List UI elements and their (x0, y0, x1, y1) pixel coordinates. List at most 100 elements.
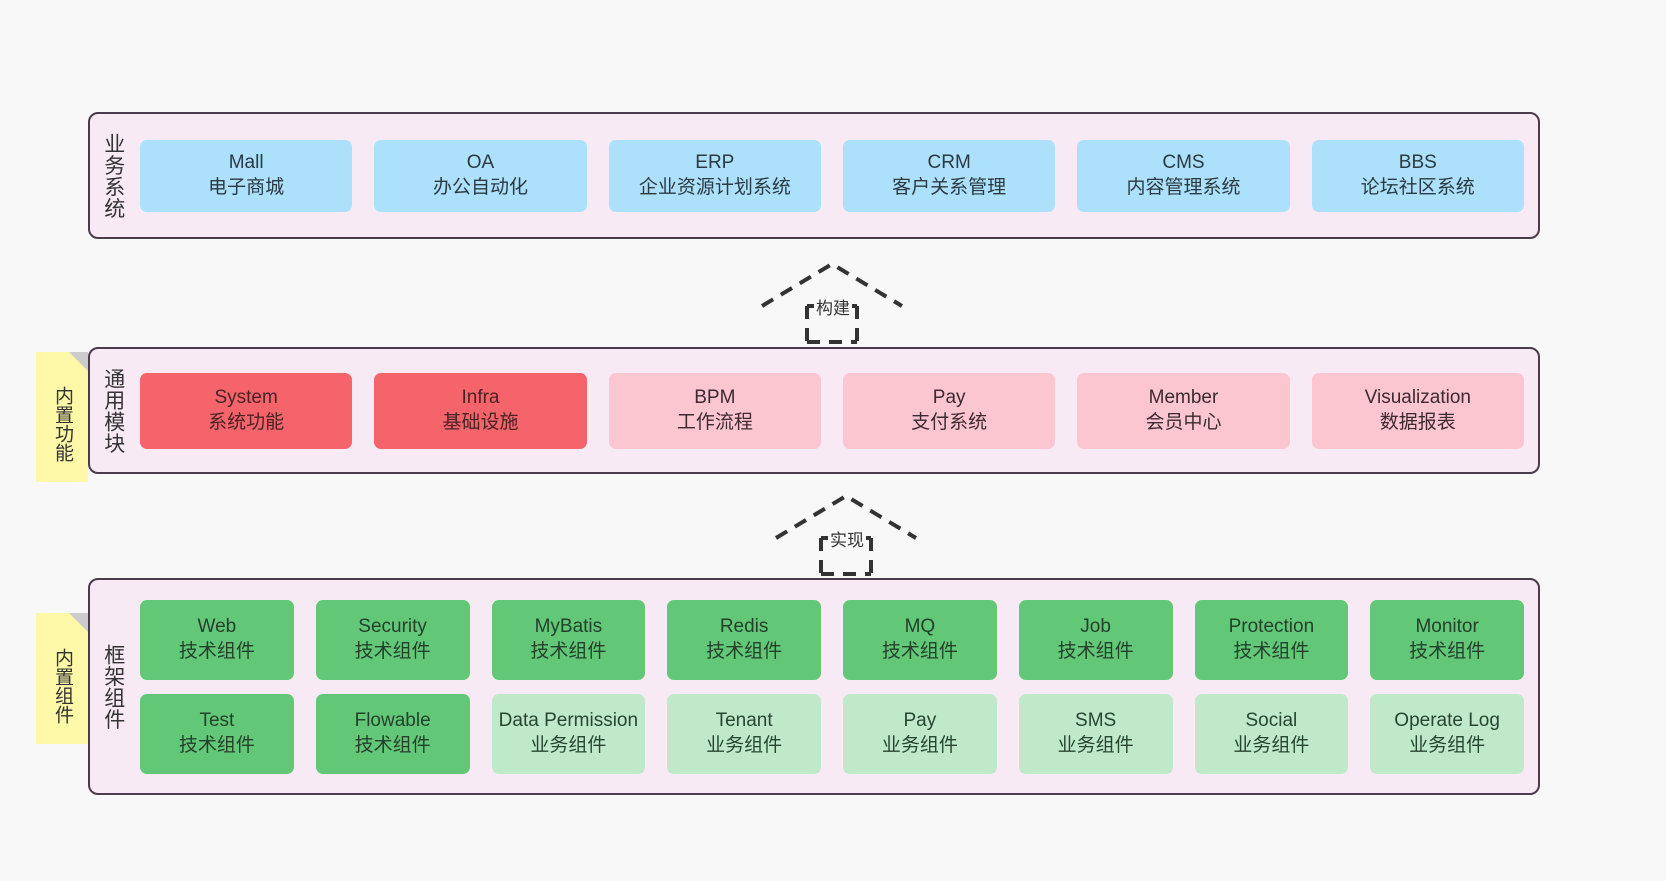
node-subtitle: 业务组件 (530, 734, 607, 756)
node-subtitle: 技术组件 (881, 640, 958, 662)
node-operate-log[interactable]: Operate Log 业务组件 (1370, 693, 1524, 774)
layer-body-business: Mall 电子商城 OA 办公自动化 ERP 企业资源计划系统 CRM 客户关系… (136, 114, 1538, 237)
node-tenant[interactable]: Tenant 业务组件 (667, 693, 821, 774)
layer-general-modules: 通用模块 System 系统功能 Infra 基础设施 BPM 工作流程 Pay… (88, 347, 1540, 474)
node-data-permission[interactable]: Data Permission 业务组件 (491, 693, 646, 774)
connector-implement: 实现 (766, 490, 926, 576)
connector-label: 实现 (828, 526, 866, 551)
node-name: BPM (694, 387, 736, 409)
node-social[interactable]: Social 业务组件 (1194, 693, 1349, 774)
node-system[interactable]: System 系统功能 (140, 372, 353, 449)
connector-build: 构建 (752, 258, 912, 344)
node-subtitle: 会员中心 (1145, 411, 1222, 433)
node-subtitle: 技术组件 (530, 640, 607, 662)
node-subtitle: 系统功能 (208, 411, 285, 433)
node-subtitle: 业务组件 (1409, 734, 1486, 756)
node-subtitle: 技术组件 (1233, 640, 1310, 662)
node-protection[interactable]: Protection 技术组件 (1194, 599, 1349, 680)
node-name: BBS (1398, 152, 1437, 174)
node-name: Mall (228, 152, 264, 174)
node-flowable[interactable]: Flowable 技术组件 (315, 693, 470, 774)
node-erp[interactable]: ERP 企业资源计划系统 (608, 139, 821, 212)
generalization-arrow-icon (760, 261, 904, 344)
layer-title-modules: 通用模块 (101, 367, 125, 454)
layer-body-framework: Web 技术组件 Security 技术组件 MyBatis 技术组件 Redi… (136, 580, 1538, 793)
node-subtitle: 数据报表 (1379, 411, 1456, 433)
node-name: Data Permission (498, 710, 639, 732)
note-label: 内置功能 (52, 386, 74, 462)
node-name: Member (1148, 387, 1219, 409)
node-subtitle: 业务组件 (881, 734, 958, 756)
node-name: Visualization (1364, 387, 1471, 409)
node-name: Test (199, 710, 235, 732)
node-name: MyBatis (534, 616, 603, 638)
node-subtitle: 技术组件 (1057, 640, 1134, 662)
node-subtitle: 办公自动化 (432, 176, 528, 198)
node-member[interactable]: Member 会员中心 (1077, 372, 1290, 449)
node-monitor[interactable]: Monitor 技术组件 (1370, 599, 1524, 680)
node-oa[interactable]: OA 办公自动化 (374, 139, 587, 212)
node-subtitle: 业务组件 (1057, 734, 1134, 756)
node-sms[interactable]: SMS 业务组件 (1018, 693, 1173, 774)
layer-body-modules: System 系统功能 Infra 基础设施 BPM 工作流程 Pay 支付系统… (136, 349, 1538, 472)
node-subtitle: 技术组件 (1409, 640, 1486, 662)
node-name: Monitor (1415, 616, 1479, 638)
node-name: CMS (1162, 152, 1205, 174)
node-name: Pay (903, 710, 937, 732)
layer-row: System 系统功能 Infra 基础设施 BPM 工作流程 Pay 支付系统… (140, 372, 1524, 449)
note-builtin-components: 内置组件 (36, 613, 88, 744)
layer-title-business: 业务系统 (101, 132, 125, 219)
node-name: ERP (695, 152, 735, 174)
node-name: SMS (1075, 710, 1117, 732)
node-bpm[interactable]: BPM 工作流程 (608, 372, 821, 449)
layer-business-system: 业务系统 Mall 电子商城 OA 办公自动化 ERP 企业资源计划系统 CRM… (88, 112, 1540, 239)
node-mall[interactable]: Mall 电子商城 (140, 139, 353, 212)
node-infra[interactable]: Infra 基础设施 (374, 372, 587, 449)
node-subtitle: 业务组件 (706, 734, 783, 756)
node-bbs[interactable]: BBS 论坛社区系统 (1311, 139, 1524, 212)
node-mybatis[interactable]: MyBatis 技术组件 (491, 599, 646, 680)
node-pay[interactable]: Pay 支付系统 (842, 372, 1056, 449)
node-test[interactable]: Test 技术组件 (140, 693, 294, 774)
node-mq[interactable]: MQ 技术组件 (843, 599, 997, 680)
node-crm[interactable]: CRM 客户关系管理 (842, 139, 1056, 212)
node-name: CRM (927, 152, 971, 174)
node-pay-component[interactable]: Pay 业务组件 (843, 693, 997, 774)
node-subtitle: 工作流程 (676, 411, 753, 433)
node-name: Redis (719, 616, 769, 638)
node-security[interactable]: Security 技术组件 (315, 599, 470, 680)
connector-label: 构建 (814, 294, 852, 319)
node-job[interactable]: Job 技术组件 (1018, 599, 1173, 680)
generalization-arrow-icon (774, 493, 918, 576)
layer-title-framework: 框架组件 (101, 643, 125, 730)
node-subtitle: 技术组件 (178, 640, 255, 662)
node-subtitle: 技术组件 (354, 734, 431, 756)
node-name: Infra (461, 387, 500, 409)
node-visualization[interactable]: Visualization 数据报表 (1311, 372, 1524, 449)
node-subtitle: 企业资源计划系统 (638, 176, 791, 198)
layer-row: Test 技术组件 Flowable 技术组件 Data Permission … (140, 693, 1524, 774)
node-name: Pay (932, 387, 966, 409)
node-web[interactable]: Web 技术组件 (140, 599, 294, 680)
node-name: Operate Log (1394, 710, 1500, 732)
node-redis[interactable]: Redis 技术组件 (667, 599, 821, 680)
node-name: System (214, 387, 278, 409)
layer-framework-components: 框架组件 Web 技术组件 Security 技术组件 MyBatis 技术组件… (88, 578, 1540, 795)
node-name: Web (197, 616, 237, 638)
node-name: MQ (904, 616, 936, 638)
node-cms[interactable]: CMS 内容管理系统 (1077, 139, 1290, 212)
layer-row: Web 技术组件 Security 技术组件 MyBatis 技术组件 Redi… (140, 599, 1524, 680)
note-builtin-features: 内置功能 (36, 352, 88, 482)
node-subtitle: 论坛社区系统 (1360, 176, 1475, 198)
node-name: Security (358, 616, 427, 638)
node-subtitle: 电子商城 (208, 176, 285, 198)
node-subtitle: 技术组件 (354, 640, 431, 662)
node-name: Social (1245, 710, 1298, 732)
node-name: Tenant (715, 710, 773, 732)
node-subtitle: 基础设施 (442, 411, 519, 433)
node-subtitle: 客户关系管理 (892, 176, 1007, 198)
node-subtitle: 内容管理系统 (1126, 176, 1241, 198)
node-name: OA (466, 152, 495, 174)
node-subtitle: 技术组件 (706, 640, 783, 662)
